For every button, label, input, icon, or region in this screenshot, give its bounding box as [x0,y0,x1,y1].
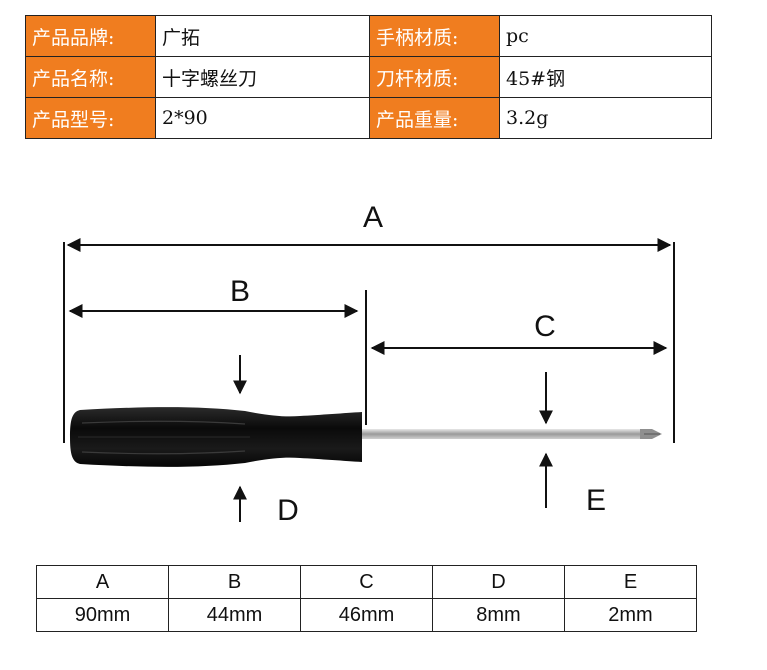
weight-value: 3.2g [499,97,712,139]
model-label: 产品型号: [25,97,156,139]
screwdriver-shaft [360,429,662,439]
dim-value-c: 46mm [300,598,433,632]
dim-header-d: D [432,565,565,599]
dim-header-b: B [168,565,301,599]
spec-row: 产品型号: 2*90 产品重量: 3.2g [25,97,712,139]
product-name-value: 十字螺丝刀 [155,56,370,98]
brand-value: 广拓 [155,15,370,57]
label-b: B [230,275,250,308]
brand-label: 产品品牌: [25,15,156,57]
dim-value-a: 90mm [36,598,169,632]
handle-material-label: 手柄材质: [369,15,500,57]
label-c: C [534,310,556,343]
dim-value-e: 2mm [564,598,697,632]
screwdriver-handle [70,407,362,467]
dim-header-a: A [36,565,169,599]
dim-header-c: C [300,565,433,599]
label-e: E [586,484,606,517]
product-name-label: 产品名称: [25,56,156,98]
dim-value-d: 8mm [432,598,565,632]
model-value: 2*90 [155,97,370,139]
spec-table: 产品品牌: 广拓 手柄材质: pc 产品名称: 十字螺丝刀 刀杆材质: 45#钢… [25,15,712,139]
label-a: A [363,201,383,234]
dim-value-b: 44mm [168,598,301,632]
shaft-material-label: 刀杆材质: [369,56,500,98]
spec-row: 产品名称: 十字螺丝刀 刀杆材质: 45#钢 [25,56,712,98]
dim-header-e: E [564,565,697,599]
spec-row: 产品品牌: 广拓 手柄材质: pc [25,15,712,57]
weight-label: 产品重量: [369,97,500,139]
label-d: D [277,494,299,527]
dimension-value-row: 90mm 44mm 46mm 8mm 2mm [36,598,697,632]
handle-material-value: pc [499,15,712,57]
shaft-material-value: 45#钢 [499,56,712,98]
dimension-table: A B C D E 90mm 44mm 46mm 8mm 2mm [36,565,697,632]
dimension-header-row: A B C D E [36,565,697,599]
